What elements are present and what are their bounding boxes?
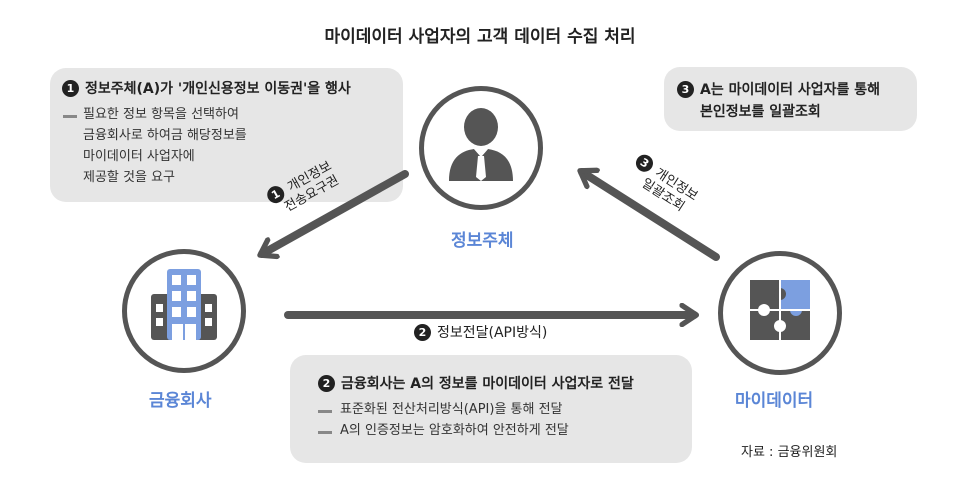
step3-line2: 본인정보를 일괄조회 bbox=[700, 104, 821, 120]
step2-item: A의 인증정보는 암호화하여 안전하게 전달 bbox=[340, 423, 569, 438]
finance-label: 금융회사 bbox=[149, 391, 212, 411]
arrow-subject-to-finance bbox=[262, 170, 409, 254]
building-icon bbox=[151, 269, 217, 340]
mydata-label: 마이데이터 bbox=[735, 391, 814, 411]
step3-number-badge: 3 bbox=[677, 81, 694, 98]
step2-heading: 2 금융회사는 A의 정보를 마이데이터 사업자로 전달 bbox=[318, 373, 634, 393]
puzzle-icon bbox=[750, 280, 810, 340]
subject-node bbox=[419, 86, 543, 210]
step1-line: 마이데이터 사업자에 bbox=[83, 149, 195, 164]
arrow2-text: 정보전달(API방식) bbox=[437, 325, 548, 341]
arrow-mydata-to-subject bbox=[582, 172, 720, 261]
diagram-title: 마이데이터 사업자의 고객 데이터 수집 처리 bbox=[324, 27, 636, 47]
arrow2-number-badge: 2 bbox=[414, 324, 431, 341]
step1-box: 1 정보주체(A)가 '개인신용정보 이동권'을 행사 필요한 정보 항목을 선택… bbox=[50, 68, 403, 202]
arrow2-label: 2 정보전달(API방식) bbox=[414, 324, 547, 341]
step1-heading-text: 정보주체(A)가 '개인신용정보 이동권'을 행사 bbox=[85, 81, 351, 97]
finance-node bbox=[122, 249, 246, 373]
source-note: 자료 : 금융위원회 bbox=[741, 445, 838, 460]
bullet-dash-icon bbox=[318, 410, 332, 413]
step2-heading-text: 금융회사는 A의 정보를 마이데이터 사업자로 전달 bbox=[341, 376, 634, 392]
step1-description: 필요한 정보 항목을 선택하여 금융회사로 하여금 해당정보를 마이데이터 사업… bbox=[83, 104, 247, 188]
step1-line: 금융회사로 하여금 해당정보를 bbox=[83, 128, 247, 143]
step1-line: 필요한 정보 항목을 선택하여 bbox=[83, 107, 239, 122]
step1-number-badge: 1 bbox=[62, 80, 79, 97]
subject-label: 정보주체 bbox=[451, 231, 514, 251]
bullet-dash-icon bbox=[318, 431, 332, 434]
person-icon bbox=[449, 108, 513, 181]
step2-item: 표준화된 전산처리방식(API)을 통해 전달 bbox=[340, 402, 563, 417]
step2-box: 2 금융회사는 A의 정보를 마이데이터 사업자로 전달 표준화된 전산처리방식(… bbox=[290, 355, 692, 463]
mydata-node bbox=[718, 251, 842, 375]
step1-heading: 1 정보주체(A)가 '개인신용정보 이동권'을 행사 bbox=[62, 78, 351, 98]
step1-line: 제공할 것을 요구 bbox=[83, 170, 175, 185]
step3-line1: 3 A는 마이데이터 사업자를 통해 bbox=[677, 79, 880, 99]
step3-line1-text: A는 마이데이터 사업자를 통해 bbox=[700, 82, 881, 98]
bullet-dash-icon bbox=[63, 115, 77, 118]
step2-number-badge: 2 bbox=[318, 375, 335, 392]
step3-box: 3 A는 마이데이터 사업자를 통해 본인정보를 일괄조회 bbox=[664, 67, 917, 131]
